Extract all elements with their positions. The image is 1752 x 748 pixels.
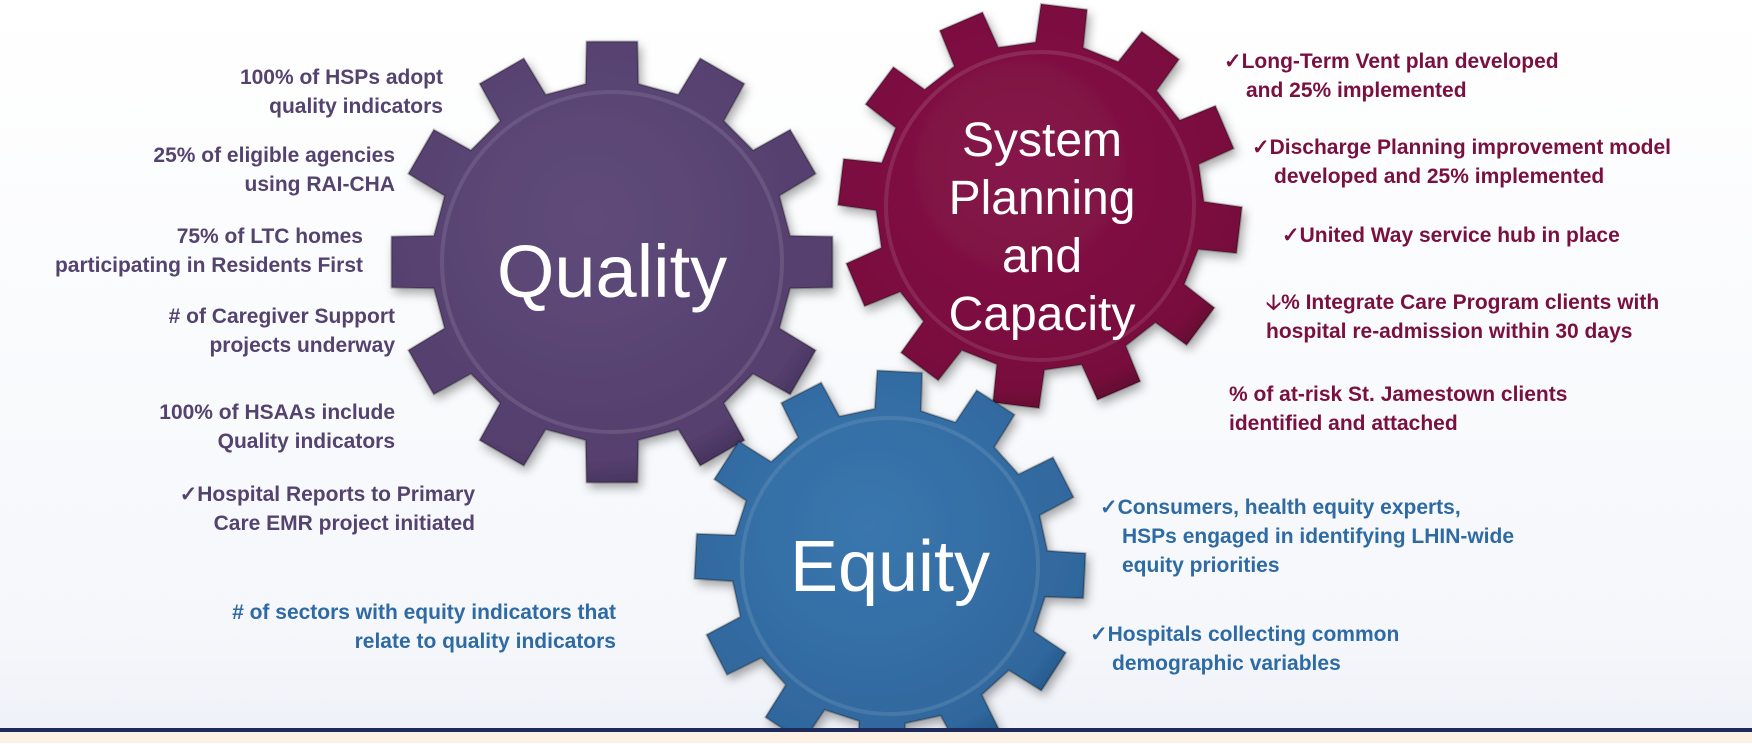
system-item: ✓United Way service hub in place bbox=[1282, 224, 1620, 247]
system-gear-label-line: Capacity bbox=[948, 288, 1136, 341]
system-planning-gear bbox=[836, 2, 1244, 410]
equity-gear-body bbox=[693, 369, 1087, 748]
equity-quality-item: # of sectors with equity indicators that… bbox=[232, 601, 616, 653]
equity-gear-rim bbox=[740, 416, 1040, 716]
equity-item: ✓Hospitals collecting common demographic… bbox=[1090, 623, 1400, 675]
equity-gear bbox=[693, 369, 1087, 748]
equity-gear-label: Equity bbox=[789, 527, 991, 607]
quality-gear-label: Quality bbox=[496, 230, 728, 313]
system-gear-body bbox=[836, 2, 1244, 410]
quality-gear bbox=[390, 40, 834, 484]
system-gear-label-line: System bbox=[961, 114, 1123, 167]
system-planning-gear-label: System Planning and Capacity bbox=[912, 112, 1172, 344]
system-gear-label-line: Planning bbox=[948, 172, 1136, 225]
bottom-band bbox=[0, 728, 1752, 743]
system-gear-label-line: and bbox=[1001, 230, 1083, 283]
equity-item: ✓Consumers, health equity experts, HSPs … bbox=[1100, 496, 1515, 577]
quality-gear-body bbox=[390, 40, 834, 484]
quality-gear-rim bbox=[440, 90, 784, 434]
system-gear-rim bbox=[884, 50, 1196, 362]
